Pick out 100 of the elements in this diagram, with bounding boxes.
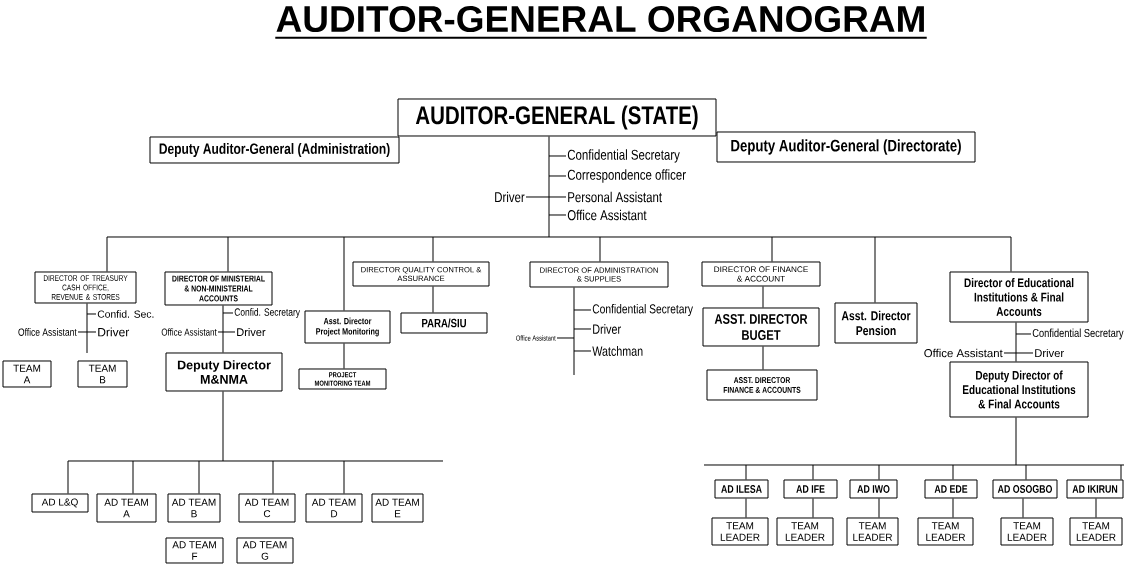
org-box: Deputy Director of Educational Institutions & Final Accounts bbox=[949, 361, 1089, 418]
connector-line bbox=[771, 236, 773, 262]
org-box: AD IKIRUN bbox=[1066, 479, 1124, 499]
connector-line bbox=[1003, 352, 1017, 354]
org-box: Asst. Director Pension bbox=[834, 302, 918, 344]
org-box: AD TEAM A bbox=[96, 493, 157, 523]
org-box: AD TEAM C bbox=[238, 493, 296, 523]
org-box: AD OSOGBO bbox=[992, 479, 1058, 499]
connector-line bbox=[222, 331, 236, 333]
connector-line bbox=[548, 155, 567, 157]
role-label: Driver bbox=[98, 327, 130, 337]
org-box: Director of Educational Institutions & Final Accounts bbox=[949, 271, 1089, 323]
role-label: Driver bbox=[237, 327, 266, 337]
org-box: AD TEAM F bbox=[165, 537, 224, 564]
connector-line bbox=[548, 214, 567, 216]
connector-line bbox=[86, 331, 97, 333]
connector-line bbox=[878, 498, 880, 518]
connector-line bbox=[556, 337, 575, 339]
connector-line bbox=[106, 236, 108, 272]
connector-line bbox=[573, 287, 575, 376]
org-box: DIRECTOR OF FINANCE & ACCOUNT bbox=[701, 261, 821, 287]
connector-line bbox=[878, 464, 880, 480]
role-label: Office Assistant bbox=[924, 348, 1003, 358]
role-label: Driver bbox=[495, 191, 525, 203]
connector-line bbox=[1015, 352, 1034, 354]
connector-line bbox=[222, 391, 224, 462]
connector-line bbox=[67, 460, 444, 462]
connector-line bbox=[432, 236, 434, 262]
connector-line bbox=[222, 312, 234, 314]
org-box: DIRECTOR OF MINISTERIAL & NON-MINISTERIAL ACCOUNTS bbox=[164, 271, 273, 306]
org-box: AD IFE bbox=[783, 479, 838, 499]
connector-line bbox=[952, 498, 954, 518]
org-box: TEAM A bbox=[2, 360, 52, 388]
connector-line bbox=[106, 236, 1012, 238]
connector-line bbox=[67, 460, 69, 494]
connector-line bbox=[573, 350, 592, 352]
org-box: TEAM LEADER bbox=[917, 517, 974, 546]
connector-line bbox=[217, 331, 224, 333]
org-box: TEAM LEADER bbox=[711, 517, 769, 546]
connector-line bbox=[874, 236, 876, 303]
role-label: Confidential Secretary bbox=[592, 304, 693, 316]
org-box: PARA/SIU bbox=[400, 312, 488, 334]
org-box: AD TEAM G bbox=[236, 537, 294, 564]
role-label: Confidential Secretary bbox=[567, 149, 680, 163]
org-box: AUDITOR-GENERAL (STATE) bbox=[397, 98, 717, 137]
org-box: TEAM LEADER bbox=[846, 517, 899, 546]
connector-line bbox=[703, 464, 1125, 466]
connector-line bbox=[1015, 417, 1017, 466]
connector-line bbox=[548, 175, 567, 177]
org-box: Asst. Director Project Monitoring bbox=[304, 310, 391, 344]
chart-title: AUDITOR-GENERAL ORGANOGRAM bbox=[274, 5, 928, 39]
role-label: Driver bbox=[1035, 348, 1064, 358]
org-box: ASST. DIRECTOR FINANCE & ACCOUNTS bbox=[706, 369, 818, 401]
connector-line bbox=[745, 464, 747, 480]
connector-line bbox=[1095, 498, 1097, 518]
org-box: AD EDE bbox=[924, 479, 978, 499]
org-box: AD TEAM E bbox=[371, 493, 424, 523]
role-label: Personal Assistant bbox=[568, 191, 662, 203]
role-label: Correspondence officer bbox=[567, 169, 686, 183]
connector-line bbox=[548, 136, 550, 238]
connector-line bbox=[343, 460, 345, 494]
org-box: ASST. DIRECTOR BUGET bbox=[702, 307, 820, 347]
org-box: AD IWO bbox=[849, 479, 898, 499]
org-box: Deputy Auditor-General (Directorate) bbox=[716, 131, 976, 163]
role-label: Confid. Secretary bbox=[234, 308, 300, 318]
role-label: Watchman bbox=[592, 346, 643, 356]
connector-line bbox=[432, 286, 434, 313]
connector-line bbox=[1025, 464, 1027, 480]
connector-line bbox=[573, 328, 592, 330]
connector-line bbox=[1015, 333, 1032, 335]
connector-line bbox=[1010, 236, 1012, 272]
org-box: TEAM LEADER bbox=[1000, 517, 1054, 546]
org-box: Deputy Auditor-General (Administration) bbox=[149, 136, 400, 164]
org-box: AD ILESA bbox=[714, 479, 769, 499]
connector-line bbox=[812, 464, 814, 480]
connector-line bbox=[1015, 322, 1017, 362]
org-box: TEAM B bbox=[77, 360, 128, 388]
role-label: Confidential Secretary bbox=[1032, 328, 1124, 340]
connector-line bbox=[573, 309, 592, 311]
org-box: TEAM LEADER bbox=[776, 517, 834, 546]
connector-line bbox=[272, 460, 274, 494]
connector-line bbox=[762, 286, 764, 308]
connector-line bbox=[86, 303, 88, 354]
connector-line bbox=[525, 196, 550, 198]
connector-line bbox=[1022, 498, 1024, 518]
role-label: Driver bbox=[593, 324, 621, 334]
role-label: Office Assistant bbox=[567, 209, 647, 221]
connector-line bbox=[86, 313, 97, 315]
role-label: Confid. Sec. bbox=[97, 310, 154, 318]
role-label: Office Assistant bbox=[18, 328, 77, 336]
org-box: DIRECTOR OF TREASURY CASH OFFICE, REVENUE & STORES bbox=[34, 271, 137, 304]
connector-line bbox=[198, 460, 200, 494]
connector-line bbox=[227, 236, 229, 272]
connector-line bbox=[343, 236, 345, 311]
connector-line bbox=[77, 331, 88, 333]
connector-line bbox=[1120, 464, 1122, 480]
org-box: AD TEAM B bbox=[167, 493, 221, 523]
connector-line bbox=[222, 305, 224, 353]
org-box: TEAM LEADER bbox=[1069, 517, 1123, 546]
org-box: AD TEAM D bbox=[305, 493, 363, 523]
